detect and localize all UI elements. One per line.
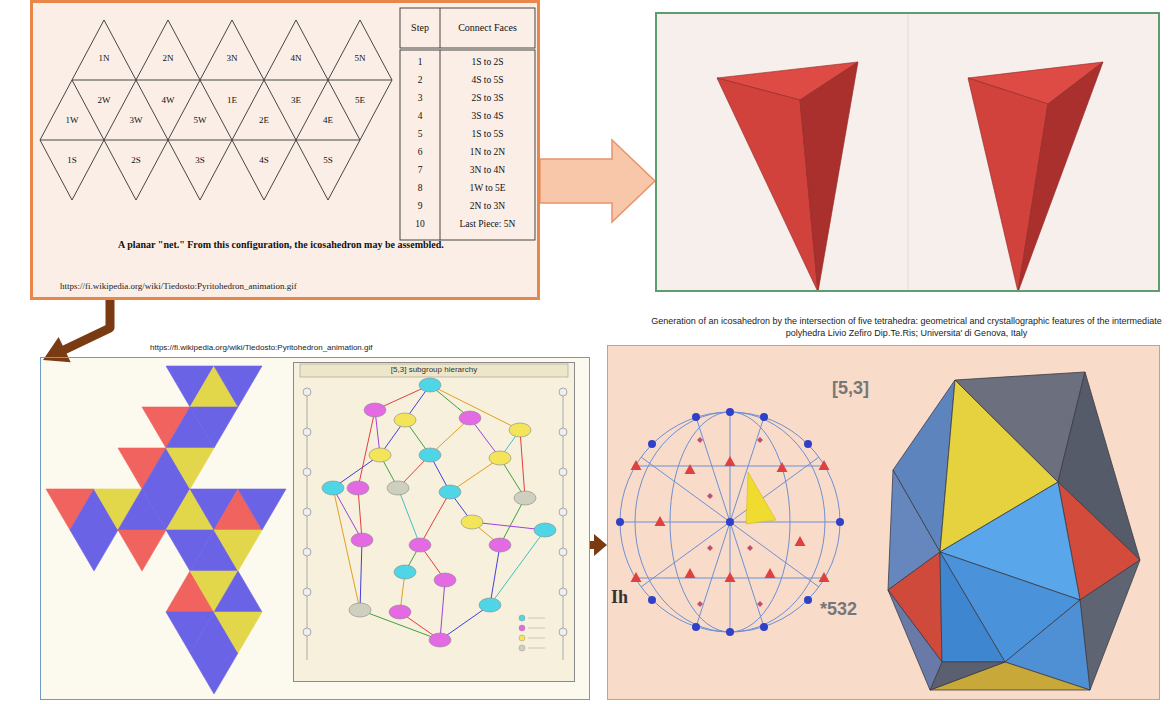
table-cell: 1 <box>400 56 440 68</box>
face-label: 4W <box>152 94 184 106</box>
fundamental-domain <box>746 472 776 524</box>
graph-ground <box>293 362 575 682</box>
table-cell: 8 <box>400 182 440 194</box>
graph-title: [5,3] subgroup hierarchy <box>300 365 568 375</box>
face-label: 1W <box>56 114 88 126</box>
table-header: Connect Faces <box>440 22 535 34</box>
table-header: Step <box>400 22 440 34</box>
subgroup-links <box>333 385 545 640</box>
face-label: 5N <box>344 52 376 64</box>
table-cell: 1N to 2N <box>440 146 535 158</box>
face-label: 5S <box>312 154 344 166</box>
tetrahedra-panel <box>655 12 1160 292</box>
subgroup-panel: [5,3] subgroup hierarchy <box>40 357 590 700</box>
subgroup-nodes <box>322 378 556 647</box>
net-panel: A planar "net." From this configuration,… <box>30 0 540 300</box>
face-label: 1E <box>216 94 248 106</box>
symmetry-panel: [5,3] Ih *532 <box>607 345 1160 700</box>
table-cell: 3N to 4N <box>440 164 535 176</box>
table-cell: 3S to 4S <box>440 110 535 122</box>
flow-arrow <box>590 534 607 556</box>
table-cell: 2N to 3N <box>440 200 535 212</box>
face-label: 2N <box>152 52 184 64</box>
face-label: 4S <box>248 154 280 166</box>
panel-ground <box>655 12 1160 292</box>
face-label: 3E <box>280 94 312 106</box>
source-note: Generation of an icosahedron by the inte… <box>640 315 1173 339</box>
order-axis <box>303 388 567 660</box>
face-label: 3S <box>184 154 216 166</box>
icosahedron <box>888 372 1140 690</box>
schoenflies-symbol: Ih <box>611 586 643 608</box>
table-cell: 5 <box>400 128 440 140</box>
face-label: 3W <box>120 114 152 126</box>
face-label: 5E <box>344 94 376 106</box>
source-url: https://fi.wikipedia.org/wiki/Tiedosto:P… <box>150 343 510 353</box>
table-cell: 2 <box>400 74 440 86</box>
face-label: 1N <box>88 52 120 64</box>
tetrahedron <box>968 62 1103 292</box>
face-label: 2W <box>88 94 120 106</box>
face-label: 2E <box>248 114 280 126</box>
colored-net <box>46 366 286 694</box>
table-cell: 1W to 5E <box>440 182 535 194</box>
icosahedron-net <box>40 20 392 200</box>
graph-key <box>519 615 545 651</box>
table-cell: 9 <box>400 200 440 212</box>
table-cell: 2S to 3S <box>440 92 535 104</box>
caption-text: A planar "net." From this configuration,… <box>118 238 444 251</box>
table-cell: 10 <box>400 218 440 230</box>
table-cell: 1S to 2S <box>440 56 535 68</box>
flow-arrow <box>43 300 110 362</box>
divider <box>908 13 909 291</box>
table-cell: 7 <box>400 164 440 176</box>
orbifold-symbol: *532 <box>820 598 890 620</box>
face-label: 1S <box>56 154 88 166</box>
fivefold-axis <box>616 408 844 636</box>
panel-ground <box>40 357 590 700</box>
panel-ground <box>607 345 1160 700</box>
arrow-head <box>594 534 607 556</box>
face-label: 3N <box>216 52 248 64</box>
panel-ground <box>30 0 540 300</box>
face-label: 5W <box>184 114 216 126</box>
block-arrow <box>540 140 655 222</box>
source-url: https://fi.wikipedia.org/wiki/Tiedosto:P… <box>60 281 420 292</box>
table-cell: Last Piece: 5N <box>440 218 535 230</box>
table-cell: 1S to 5S <box>440 128 535 140</box>
arrow-shaft <box>59 300 110 352</box>
table-cell: 4 <box>400 110 440 122</box>
face-label: 4E <box>312 114 344 126</box>
subgroup-graph: [5,3] subgroup hierarchy <box>293 362 575 682</box>
graph-header <box>300 364 568 377</box>
coxeter-symbol: [5,3] <box>832 377 894 399</box>
steps-table <box>400 8 535 240</box>
face-label: 4N <box>280 52 312 64</box>
table-cell: 3 <box>400 92 440 104</box>
threefold-axis <box>631 456 830 582</box>
table-cell: 6 <box>400 146 440 158</box>
arrow-shaft <box>590 541 594 549</box>
twofold-axis <box>697 437 763 607</box>
flow-arrow <box>540 140 655 222</box>
face-label: 2S <box>120 154 152 166</box>
arrow-head <box>43 337 71 362</box>
table-cell: 4S to 5S <box>440 74 535 86</box>
tetrahedron <box>717 62 858 292</box>
symmetry-sphere <box>620 412 840 632</box>
